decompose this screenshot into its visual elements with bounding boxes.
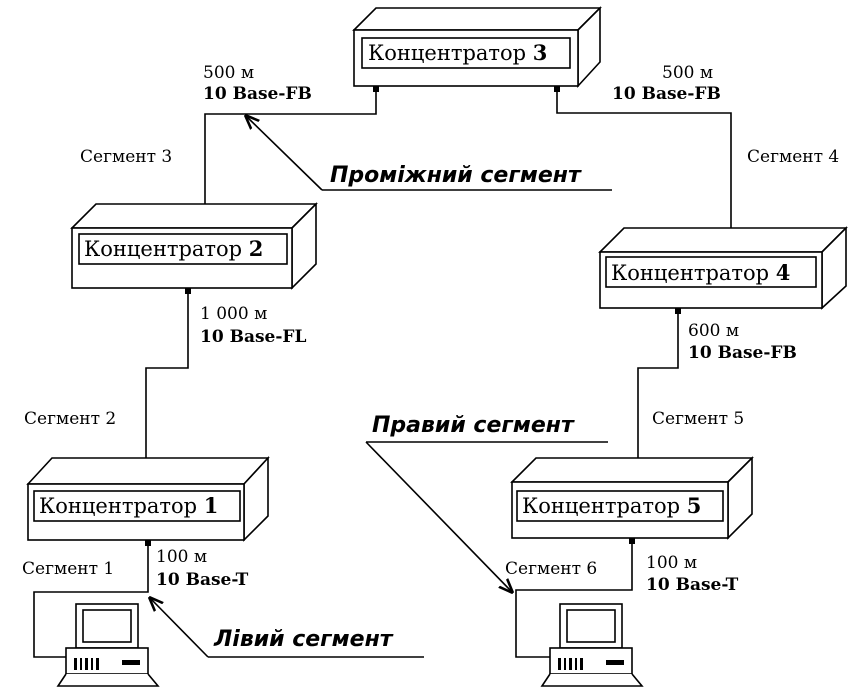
hub-box-icon	[510, 456, 754, 540]
hub-3-label: Концентратор 3	[368, 40, 547, 65]
computer-icon	[540, 603, 644, 687]
hub-4: Концентратор 4	[598, 226, 848, 310]
segment-6-label: Сегмент 6	[505, 559, 597, 579]
link-hub2-hub1	[145, 288, 189, 468]
hub-3: Концентратор 3	[352, 6, 602, 89]
link-1-standard: 10 Base-T	[156, 570, 249, 590]
callout-right: Правий сегмент	[365, 413, 608, 592]
link-hub5-pc2	[515, 540, 633, 658]
link-hub2-hub3	[204, 88, 377, 217]
link-hub1-pc1	[33, 542, 149, 658]
link-5-length: 600 м	[688, 321, 739, 341]
hub-5: Концентратор 5	[510, 456, 754, 540]
segment-4-label: Сегмент 4	[747, 147, 839, 167]
segment-2-label: Сегмент 2	[24, 409, 116, 429]
link-3-standard: 10 Base-FB	[203, 84, 312, 104]
hub-box-icon	[70, 202, 318, 290]
callout-middle: Проміжний сегмент	[246, 116, 612, 191]
segment-1-label: Сегмент 1	[22, 559, 114, 579]
link-3-length: 500 м	[203, 63, 254, 83]
link-6-standard: 10 Base-T	[646, 575, 739, 595]
link-6-length: 100 м	[646, 553, 697, 573]
callout-middle-text: Проміжний сегмент	[330, 163, 582, 188]
hub-5-label: Концентратор 5	[522, 493, 701, 518]
computer-icon	[56, 603, 160, 687]
link-4-standard: 10 Base-FB	[612, 84, 721, 104]
link-2-standard: 10 Base-FL	[200, 327, 306, 347]
hub-box-icon	[598, 226, 848, 310]
callout-left: Лівий сегмент	[150, 598, 424, 658]
callout-left-text: Лівий сегмент	[213, 627, 394, 652]
hub-box-icon	[352, 6, 602, 89]
hub-2: Концентратор 2	[70, 202, 318, 290]
hub-box-icon	[26, 455, 270, 542]
hub-1: Концентратор 1	[26, 455, 270, 542]
arrow-icon	[150, 598, 209, 658]
arrow-icon	[246, 116, 323, 191]
link-1-length: 100 м	[156, 547, 207, 567]
link-hub3-hub4	[556, 88, 732, 240]
link-5-standard: 10 Base-FB	[688, 343, 797, 363]
callout-right-text: Правий сегмент	[372, 413, 575, 438]
connection-lines	[33, 88, 732, 658]
arrow-icon	[365, 441, 512, 592]
segment-3-label: Сегмент 3	[80, 147, 172, 167]
link-hub4-hub5	[637, 310, 679, 468]
hub-1-label: Концентратор 1	[39, 493, 218, 518]
hub-4-label: Концентратор 4	[611, 260, 790, 285]
segment-5-label: Сегмент 5	[652, 409, 744, 429]
link-2-length: 1 000 м	[200, 304, 267, 324]
hub-2-label: Концентратор 2	[84, 236, 263, 261]
link-4-length: 500 м	[662, 63, 713, 83]
